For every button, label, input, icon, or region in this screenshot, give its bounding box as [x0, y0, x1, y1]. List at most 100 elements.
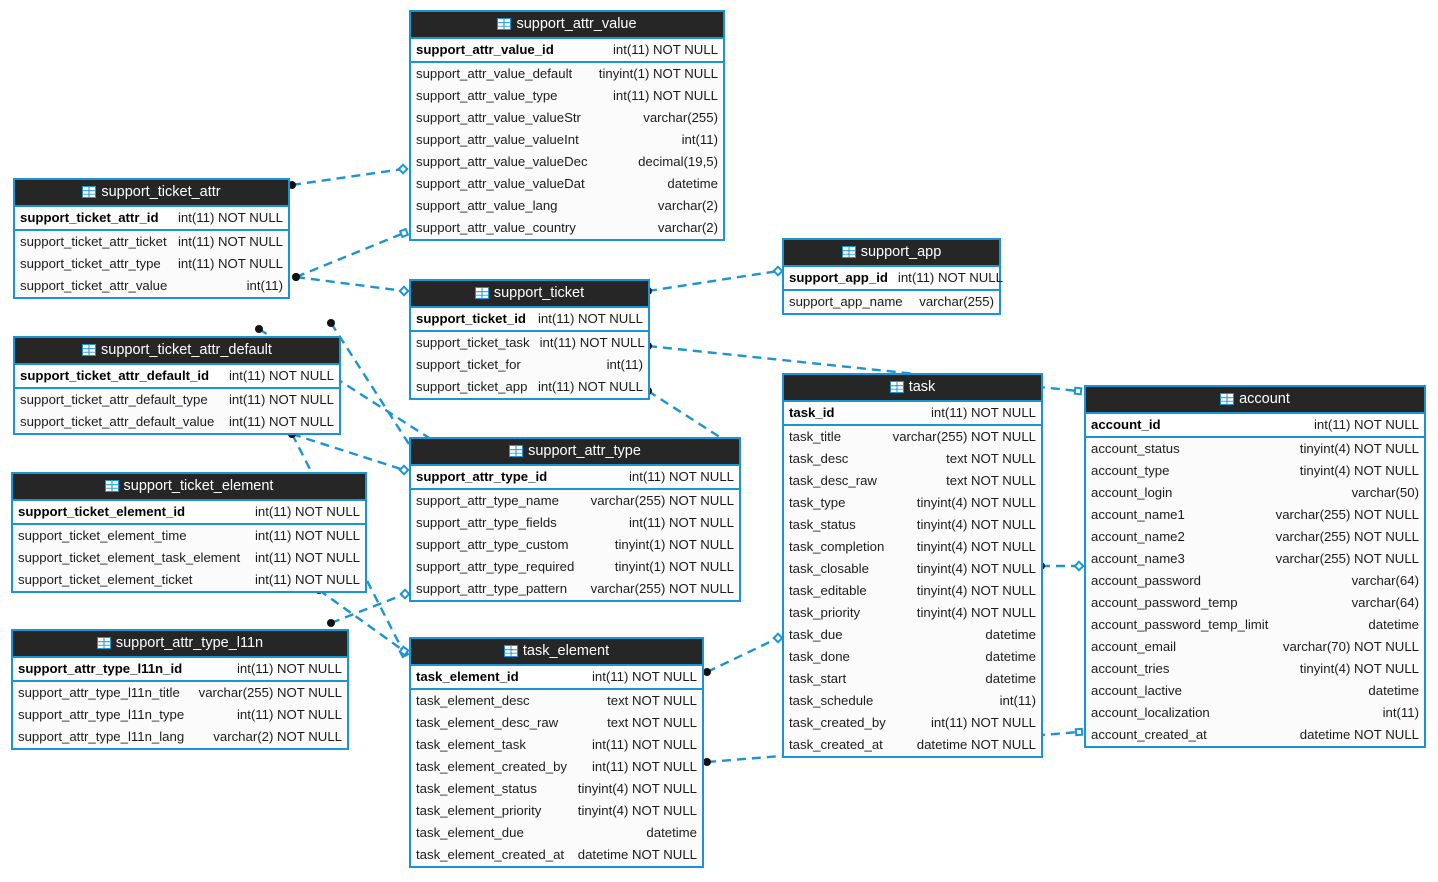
- attribute-name: task_desc_raw: [789, 473, 877, 488]
- attribute-name: support_ticket_attr_default_type: [20, 392, 208, 407]
- attribute-name: support_attr_type_l11n_lang: [18, 729, 185, 744]
- relation-target-marker: [1074, 727, 1084, 737]
- attribute-type: int(11): [1382, 705, 1419, 720]
- attribute-name: account_email: [1091, 639, 1177, 654]
- attribute-name: task_element_created_at: [416, 847, 565, 862]
- attribute-type: int(11) NOT NULL: [897, 270, 1003, 285]
- attribute-type: int(11) NOT NULL: [930, 405, 1036, 420]
- attribute-type: int(11) NOT NULL: [236, 661, 342, 676]
- attribute-type: int(11) NOT NULL: [591, 669, 697, 684]
- table-icon: [96, 637, 111, 649]
